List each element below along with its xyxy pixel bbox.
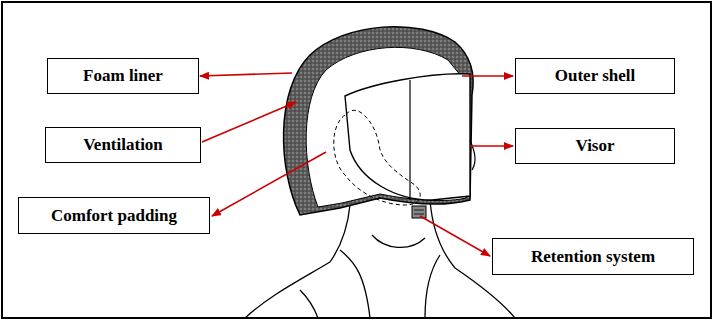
part-name: Retention system (531, 247, 655, 267)
leader-lines (200, 73, 513, 256)
visor (345, 74, 470, 200)
part-name: Visor (575, 136, 614, 156)
body-outline (245, 200, 515, 318)
part-name: Foam liner (83, 66, 163, 86)
part-name: Comfort padding (51, 206, 177, 226)
part-name: Ventilation (83, 135, 163, 155)
label-box: Foam liner (47, 58, 199, 94)
label-box: Visor (515, 128, 675, 164)
visor-edge (409, 80, 410, 200)
head-outline (334, 110, 420, 205)
part-name: Outer shell (555, 66, 635, 86)
face-profile (470, 140, 475, 170)
outer-shell (284, 27, 474, 215)
label-box: Comfort padding (18, 197, 210, 234)
label-box: Outer shell (515, 58, 675, 94)
retention-strap (412, 206, 426, 218)
label-box: Ventilation (45, 127, 201, 163)
label-box: Retention system (492, 238, 694, 275)
